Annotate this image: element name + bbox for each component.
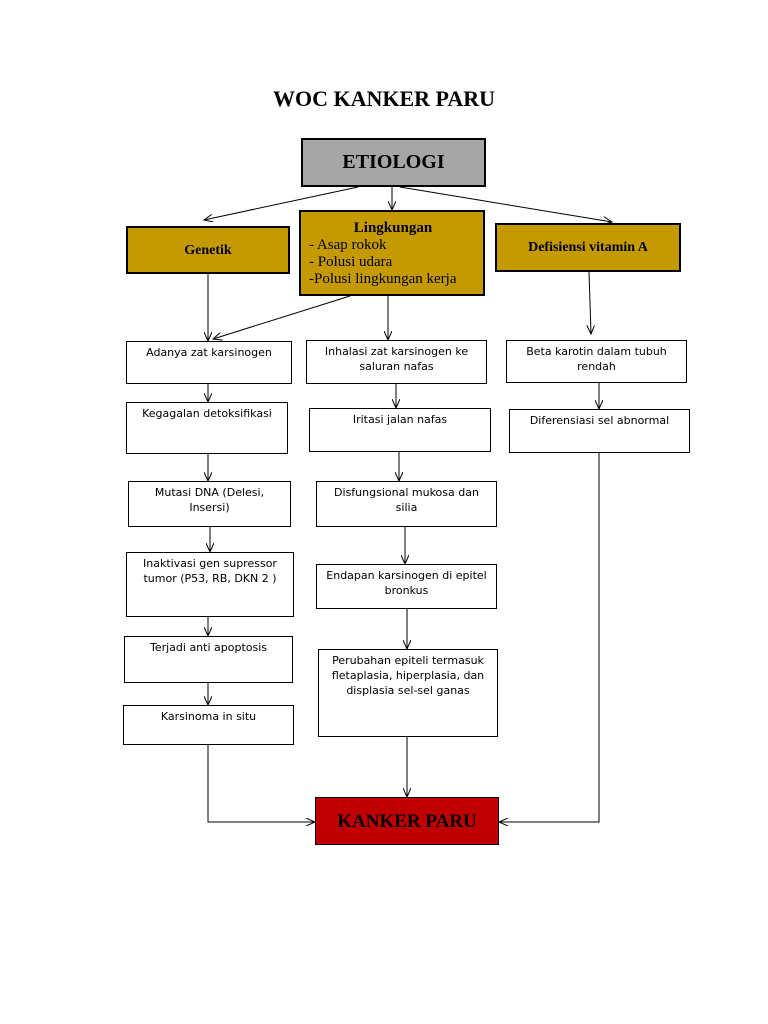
right-step-1: Beta karotin dalam tubuh rendah <box>506 340 687 383</box>
left-step-4: Inaktivasi gen supressor tumor (P53, RB,… <box>126 552 294 617</box>
left-step-3: Mutasi DNA (Delesi, Insersi) <box>128 481 291 527</box>
etiologi-node: ETIOLOGI <box>301 138 486 187</box>
vitamin-node: Defisiensi vitamin A <box>495 223 681 272</box>
lingkungan-item: - Polusi udara <box>309 254 393 270</box>
left-step-6: Karsinoma in situ <box>123 705 294 745</box>
left-step-1: Adanya zat karsinogen <box>126 341 292 384</box>
arrow-right-result <box>499 453 600 822</box>
middle-step-1: Inhalasi zat karsinogen ke saluran nafas <box>306 340 487 384</box>
arrow-vitamin-betakaroten <box>589 271 591 334</box>
diagram-title: WOC KANKER PARU <box>272 86 496 111</box>
arrow-etiologi-genetik <box>204 186 359 220</box>
middle-step-3: Disfungsional mukosa dan silia <box>316 481 497 527</box>
lingkungan-node: Lingkungan - Asap rokok - Polusi udara -… <box>299 210 485 296</box>
genetik-label: Genetik <box>184 242 232 258</box>
lingkungan-item: - Asap rokok <box>309 237 387 253</box>
arrow-left-result <box>207 745 315 822</box>
genetik-node: Genetik <box>126 226 290 274</box>
middle-step-5: Perubahan epiteli termasuk fletaplasia, … <box>318 649 498 737</box>
left-step-2: Kegagalan detoksifikasi <box>126 402 288 454</box>
middle-step-4: Endapan karsinogen di epitel bronkus <box>316 564 497 609</box>
right-step-2: Diferensiasi sel abnormal <box>509 409 690 453</box>
arrow-etiologi-vitamin <box>399 186 612 222</box>
vitamin-label: Defisiensi vitamin A <box>528 240 648 255</box>
middle-step-2: Iritasi jalan nafas <box>309 408 491 452</box>
etiologi-label: ETIOLOGI <box>342 151 445 173</box>
result-label: KANKER PARU <box>337 810 477 832</box>
arrow-lingkungan-karsinogen <box>213 295 351 339</box>
left-step-5: Terjadi anti apoptosis <box>124 636 293 683</box>
lingkungan-item: -Polusi lingkungan kerja <box>309 271 457 287</box>
lingkungan-heading: Lingkungan <box>353 220 433 236</box>
result-node: KANKER PARU <box>315 797 499 845</box>
